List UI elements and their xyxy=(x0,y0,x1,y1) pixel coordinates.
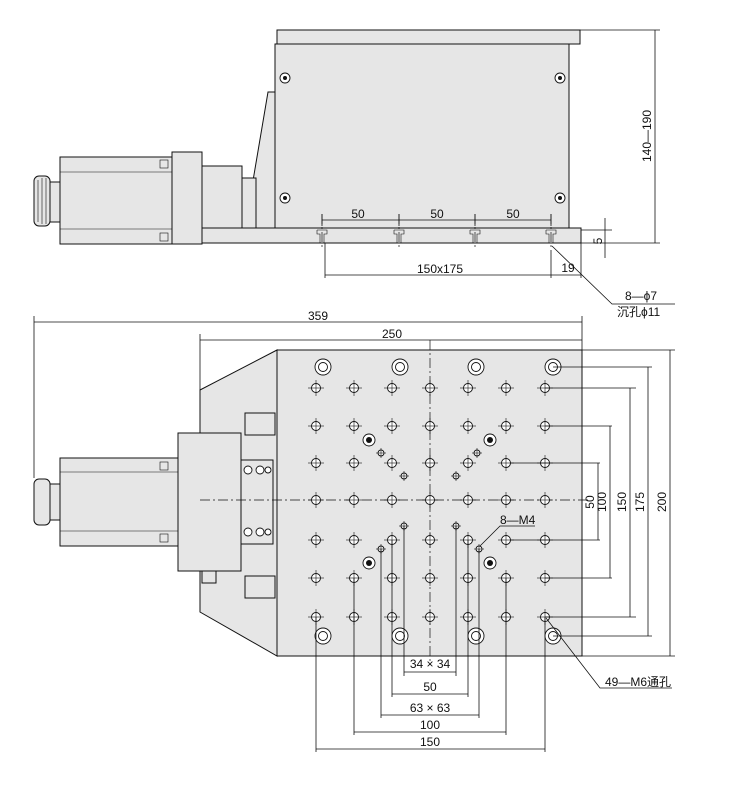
m6-hole xyxy=(460,418,476,434)
plan-view xyxy=(33,316,675,752)
dim-height: 140—190 xyxy=(640,110,654,162)
plan-motor-body xyxy=(59,457,179,547)
m6-hole xyxy=(537,492,553,508)
dim-right-175: 175 xyxy=(633,492,647,512)
m6-hole xyxy=(422,570,438,586)
dim-bottom-50: 50 xyxy=(423,680,437,694)
m6-hole xyxy=(308,418,324,434)
m6-hole xyxy=(422,418,438,434)
label-49-m6: 49—M6通孔 xyxy=(605,675,671,689)
plan-bracket-top xyxy=(244,412,276,436)
plan-connector xyxy=(201,570,217,584)
plan-knob xyxy=(33,478,51,526)
m6-hole xyxy=(308,532,324,548)
m6-hole xyxy=(384,455,400,471)
note-holes-1: 8—ϕ7 xyxy=(625,289,657,303)
dim-right-150: 150 xyxy=(615,492,629,512)
label-8-m4: 8—M4 xyxy=(500,513,536,527)
coupling-housing xyxy=(201,165,243,229)
dowel-holes xyxy=(362,433,497,570)
dim-bottom-150: 150 xyxy=(420,735,440,749)
plan-knob-neck xyxy=(49,483,61,521)
m6-hole xyxy=(384,492,400,508)
m6-hole xyxy=(308,570,324,586)
top-plate xyxy=(276,29,581,45)
dim-5: 5 xyxy=(591,237,605,244)
m6-hole xyxy=(422,609,438,625)
m6-hole xyxy=(346,380,362,396)
plan-coupling-screws xyxy=(243,465,272,537)
plan-bracket-bottom xyxy=(244,575,276,599)
plan-motor-flange xyxy=(177,432,242,572)
m6-hole xyxy=(422,492,438,508)
m6-hole xyxy=(308,455,324,471)
dim-63x63: 63 × 63 xyxy=(410,701,451,715)
m6-hole xyxy=(460,380,476,396)
m6-hole xyxy=(384,418,400,434)
m6-hole xyxy=(308,492,324,508)
stage-body xyxy=(274,43,570,229)
dim-34x34: 34 × 34 xyxy=(410,657,451,671)
motor-body xyxy=(59,156,173,245)
m6-hole xyxy=(422,380,438,396)
m6-hole xyxy=(308,380,324,396)
m6-hole xyxy=(422,532,438,548)
dim-50-a: 50 xyxy=(351,207,365,221)
m6-hole xyxy=(460,455,476,471)
base-plate xyxy=(199,227,582,244)
m6-hole xyxy=(346,492,362,508)
motor-knob-neck xyxy=(49,181,61,223)
dim-bottom-100: 100 xyxy=(420,718,440,732)
dim-stroke: 150x175 xyxy=(417,262,463,276)
body-screws xyxy=(279,72,566,204)
dim-50-c: 50 xyxy=(506,207,520,221)
m6-hole xyxy=(460,492,476,508)
m6-hole xyxy=(346,418,362,434)
plan-view-text: 359 250 50 100 150 175 200 8—M4 49—M6通孔 … xyxy=(308,309,671,749)
m6-hole xyxy=(384,380,400,396)
dim-359: 359 xyxy=(308,309,328,323)
side-view xyxy=(33,29,675,305)
dim-250: 250 xyxy=(382,327,402,341)
m6-hole xyxy=(498,492,514,508)
m6-hole xyxy=(346,455,362,471)
dim-19: 19 xyxy=(561,261,575,275)
coupling xyxy=(241,177,257,229)
m6-hole xyxy=(422,455,438,471)
dim-right-200: 200 xyxy=(655,492,669,512)
m6-hole xyxy=(498,380,514,396)
note-holes-2: 沉孔ϕ11 xyxy=(617,305,661,319)
dim-50-b: 50 xyxy=(430,207,444,221)
motor-flange xyxy=(171,151,203,245)
side-view-text: 50 50 50 150x175 19 5 140—190 8—ϕ7 沉孔ϕ11 xyxy=(351,110,660,319)
dim-right-100: 100 xyxy=(595,492,609,512)
m6-hole xyxy=(498,418,514,434)
m6-hole xyxy=(346,532,362,548)
dim-right-50: 50 xyxy=(583,495,597,509)
